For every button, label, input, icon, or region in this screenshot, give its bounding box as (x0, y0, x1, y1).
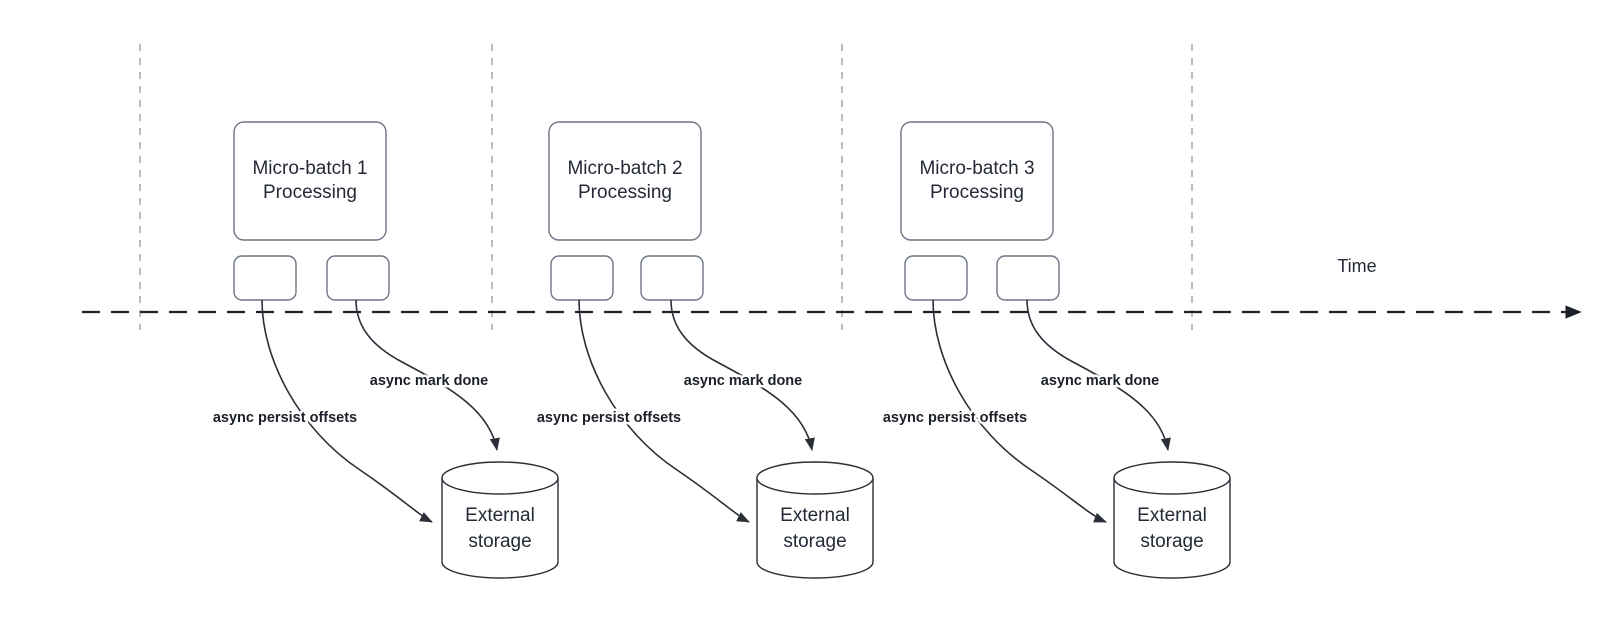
async-mark-done-edge-label-halo: async mark done (370, 373, 488, 389)
async-mark-done-edge-label: async mark done (370, 373, 488, 389)
external-storage-label-line2: storage (468, 531, 531, 552)
micro-batch-processing-box[interactable] (233, 121, 387, 241)
external-storage-cylinder-body[interactable] (756, 477, 874, 579)
micro-batch-box-title: Micro-batch 1 (252, 158, 367, 179)
async-persist-offsets-edge-label-halo: async persist offsets (537, 410, 681, 426)
external-storage-cylinder-top (441, 461, 559, 495)
external-storage-label-line1: External (780, 505, 850, 526)
offsets-task-box[interactable] (550, 255, 614, 301)
micro-batch-processing-box[interactable] (548, 121, 702, 241)
micro-batch-box-subtitle: Processing (930, 182, 1024, 203)
async-mark-done-edge-label-halo: async mark done (684, 373, 802, 389)
async-persist-offsets-edge-label: async persist offsets (537, 410, 681, 426)
external-storage-cylinder-top (756, 461, 874, 495)
async-mark-done-edge-label-halo: async mark done (1041, 373, 1159, 389)
async-persist-offsets-edge-label: async persist offsets (883, 410, 1027, 426)
external-storage-label-line1: External (465, 505, 535, 526)
async-mark-done-edge (355, 299, 500, 451)
async-persist-offsets-edge (578, 299, 750, 523)
offsets-task-box[interactable] (233, 255, 297, 301)
micro-batch-box-title: Micro-batch 2 (567, 158, 682, 179)
async-mark-done-edge-label: async mark done (1041, 373, 1159, 389)
async-persist-offsets-edge (261, 299, 433, 523)
mark-done-task-box[interactable] (326, 255, 390, 301)
async-mark-done-edge (1026, 299, 1171, 451)
timeline-boundary-markers (139, 44, 1193, 330)
external-storage-label-line2: storage (1140, 531, 1203, 552)
micro-batch-processing-box[interactable] (900, 121, 1054, 241)
external-storage-cylinder-body[interactable] (1113, 477, 1231, 579)
async-mark-done-edge-label: async mark done (684, 373, 802, 389)
external-storage-cylinder-body[interactable] (441, 477, 559, 579)
time-axis-label: Time (1337, 256, 1376, 276)
async-persist-offsets-edge-label-halo: async persist offsets (213, 410, 357, 426)
external-storage-cylinder-top (1113, 461, 1231, 495)
external-storage-label-line2: storage (783, 531, 846, 552)
micro-batch-box-subtitle: Processing (578, 182, 672, 203)
async-mark-done-edge (670, 299, 815, 451)
async-persist-offsets-edge-label-halo: async persist offsets (883, 410, 1027, 426)
mark-done-task-box[interactable] (640, 255, 704, 301)
async-persist-offsets-edge-label: async persist offsets (213, 410, 357, 426)
external-storage-label-line1: External (1137, 505, 1207, 526)
async-persist-offsets-edge (932, 299, 1107, 523)
micro-batch-box-title: Micro-batch 3 (919, 158, 1034, 179)
offsets-task-box[interactable] (904, 255, 968, 301)
micro-batch-box-subtitle: Processing (263, 182, 357, 203)
mark-done-task-box[interactable] (996, 255, 1060, 301)
